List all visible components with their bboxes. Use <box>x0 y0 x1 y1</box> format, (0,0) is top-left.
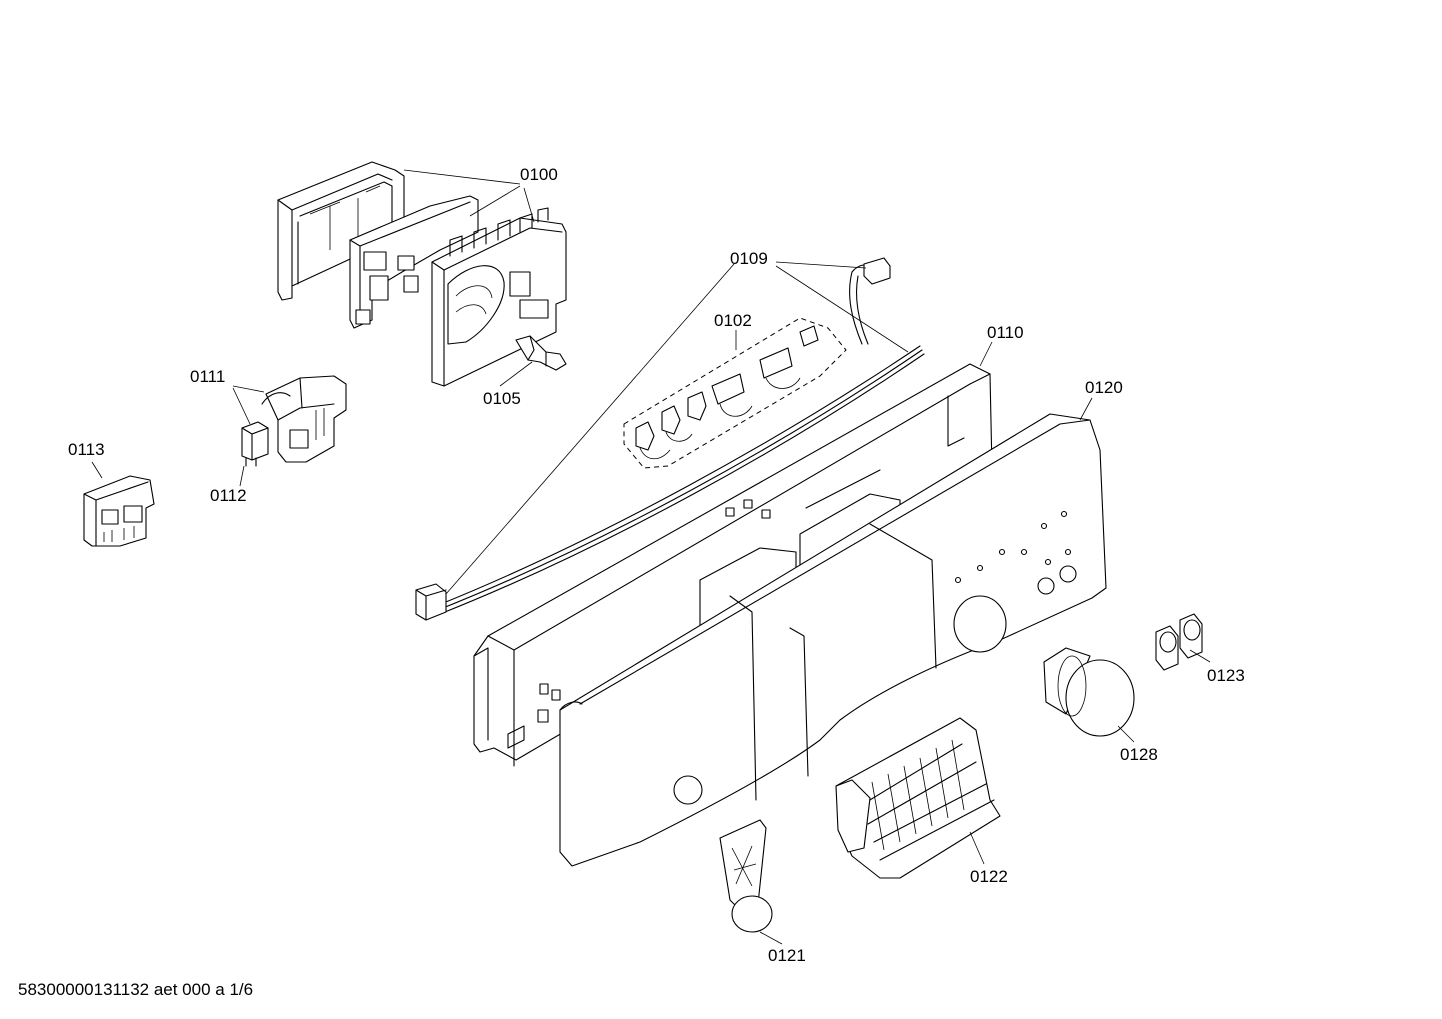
callout-0110: 0110 <box>987 323 1024 342</box>
callout-0105: 0105 <box>483 389 521 408</box>
callout-0128: 0128 <box>1120 745 1158 764</box>
part-0128-knob <box>1043 647 1135 737</box>
part-0121-lever <box>719 819 773 933</box>
callout-labels: 0100 0109 0102 0110 0111 0105 0120 0113 … <box>68 165 1245 965</box>
part-0122-drawer-insert <box>835 717 1001 879</box>
part-0112-relay <box>241 421 269 467</box>
callout-0121: 0121 <box>768 946 806 965</box>
callout-0120: 0120 <box>1085 378 1123 397</box>
drawing-number: 58300000131132 aet 000 a 1/6 <box>18 980 254 999</box>
part-0123-buttons <box>1155 613 1203 671</box>
part-0109-wiring-harness <box>415 257 925 621</box>
part-0105-sensor <box>515 335 567 371</box>
callout-0112: 0112 <box>210 486 247 505</box>
callout-0111: 0111 <box>190 367 225 386</box>
callout-0109: 0109 <box>730 249 768 268</box>
part-0113-terminal-block <box>83 475 155 547</box>
callout-0100: 0100 <box>520 165 558 184</box>
leader-lines <box>91 169 1211 945</box>
part-0102-connector-set <box>623 317 847 469</box>
part-0111-door-lock <box>261 375 347 463</box>
callout-0122: 0122 <box>970 867 1008 886</box>
part-0120-fascia <box>559 413 1107 867</box>
part-0100-control-module <box>277 161 567 387</box>
callout-0123: 0123 <box>1207 666 1245 685</box>
callout-0113: 0113 <box>68 440 105 459</box>
callout-0102: 0102 <box>714 311 752 330</box>
